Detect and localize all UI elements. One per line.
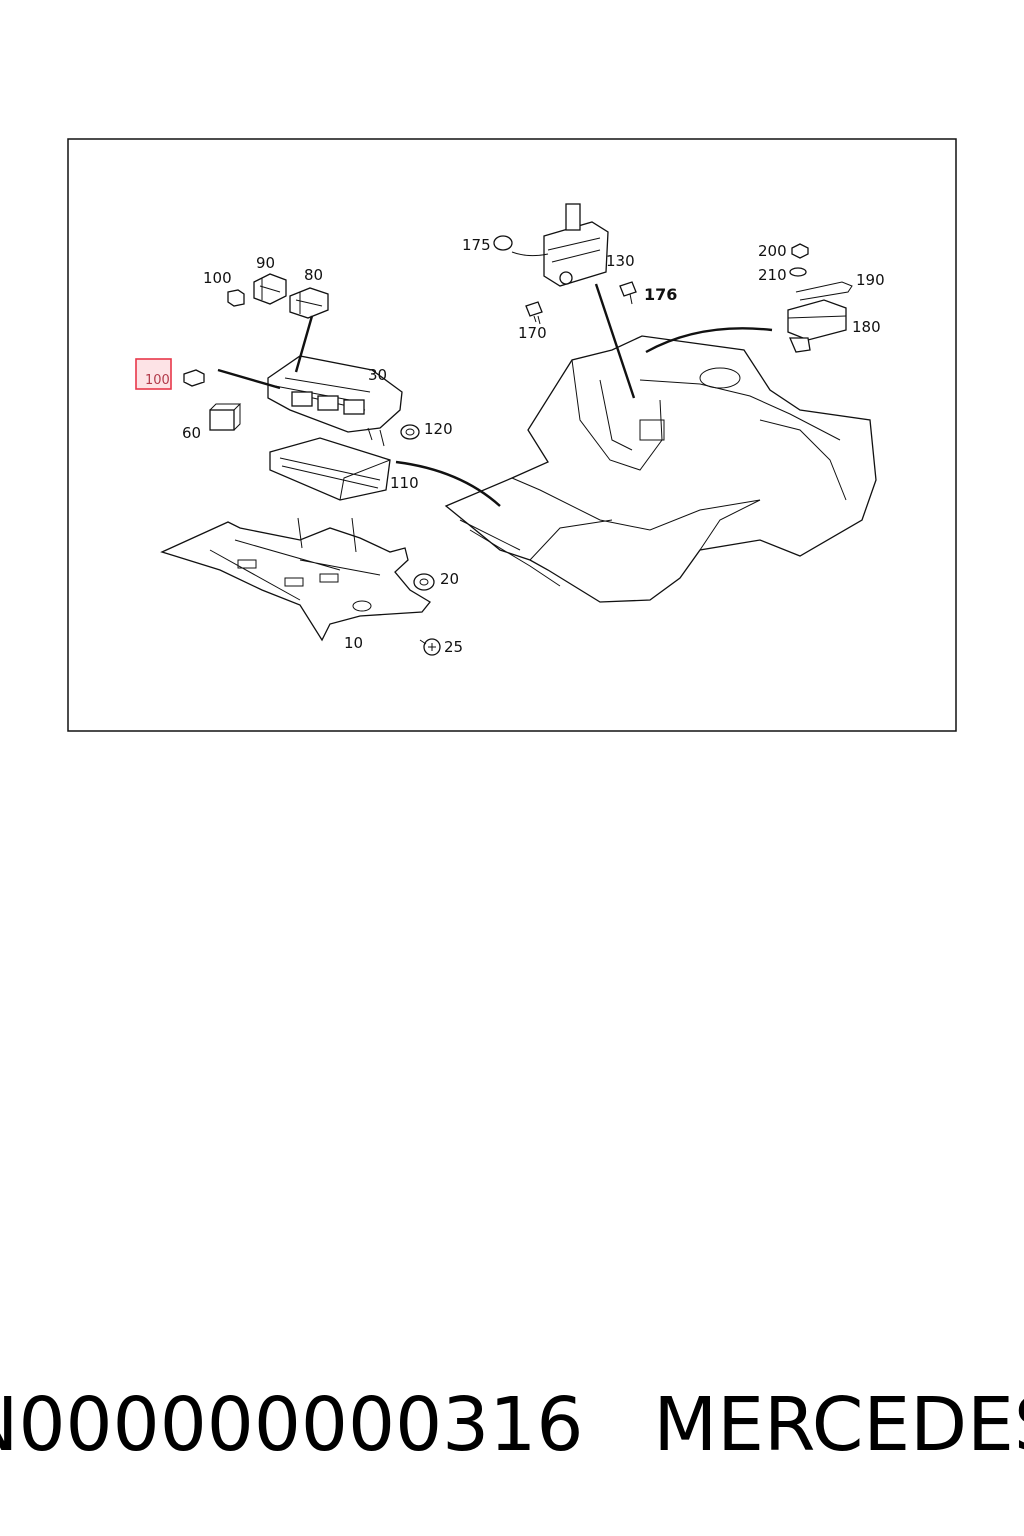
relay-part bbox=[209, 403, 242, 431]
leader-arrows bbox=[217, 283, 773, 507]
callout-130: 130 bbox=[606, 252, 635, 270]
part-number: N000000000316 bbox=[0, 1382, 584, 1468]
callout-170: 170 bbox=[518, 324, 547, 342]
callout-120: 120 bbox=[424, 420, 453, 438]
callout-100-highlighted: 100 bbox=[145, 373, 170, 388]
airbag-module-part bbox=[787, 243, 853, 353]
footer-caption: N000000000316 MERCEDES bbox=[0, 1380, 1024, 1470]
callout-25: 25 bbox=[444, 638, 463, 656]
callout-200: 200 bbox=[758, 242, 787, 260]
callout-180: 180 bbox=[852, 318, 881, 336]
control-unit-part bbox=[269, 437, 391, 501]
fastener-parts bbox=[413, 573, 441, 656]
callout-80: 80 bbox=[304, 266, 323, 284]
callout-210: 210 bbox=[758, 266, 787, 284]
callout-100: 100 bbox=[203, 269, 232, 287]
callout-30: 30 bbox=[368, 366, 387, 384]
fuse-part bbox=[183, 289, 245, 387]
diagram-border bbox=[67, 138, 957, 732]
callout-90: 90 bbox=[256, 254, 275, 272]
callout-175: 175 bbox=[462, 236, 491, 254]
brand-name: MERCEDES bbox=[653, 1382, 1024, 1468]
car-body-floor-part bbox=[444, 335, 877, 603]
callout-110: 110 bbox=[390, 474, 419, 492]
highlight-box bbox=[135, 358, 172, 390]
nut-part bbox=[400, 424, 420, 440]
callout-60: 60 bbox=[182, 424, 201, 442]
callout-190: 190 bbox=[856, 271, 885, 289]
callout-20: 20 bbox=[440, 570, 459, 588]
sensor-module-part bbox=[493, 203, 637, 325]
callout-10: 10 bbox=[344, 634, 363, 652]
fuse-holder-parts bbox=[253, 273, 329, 319]
mounting-plate-part bbox=[160, 517, 431, 642]
fuse-relay-box-part bbox=[267, 355, 403, 447]
callout-176: 176 bbox=[644, 285, 677, 304]
